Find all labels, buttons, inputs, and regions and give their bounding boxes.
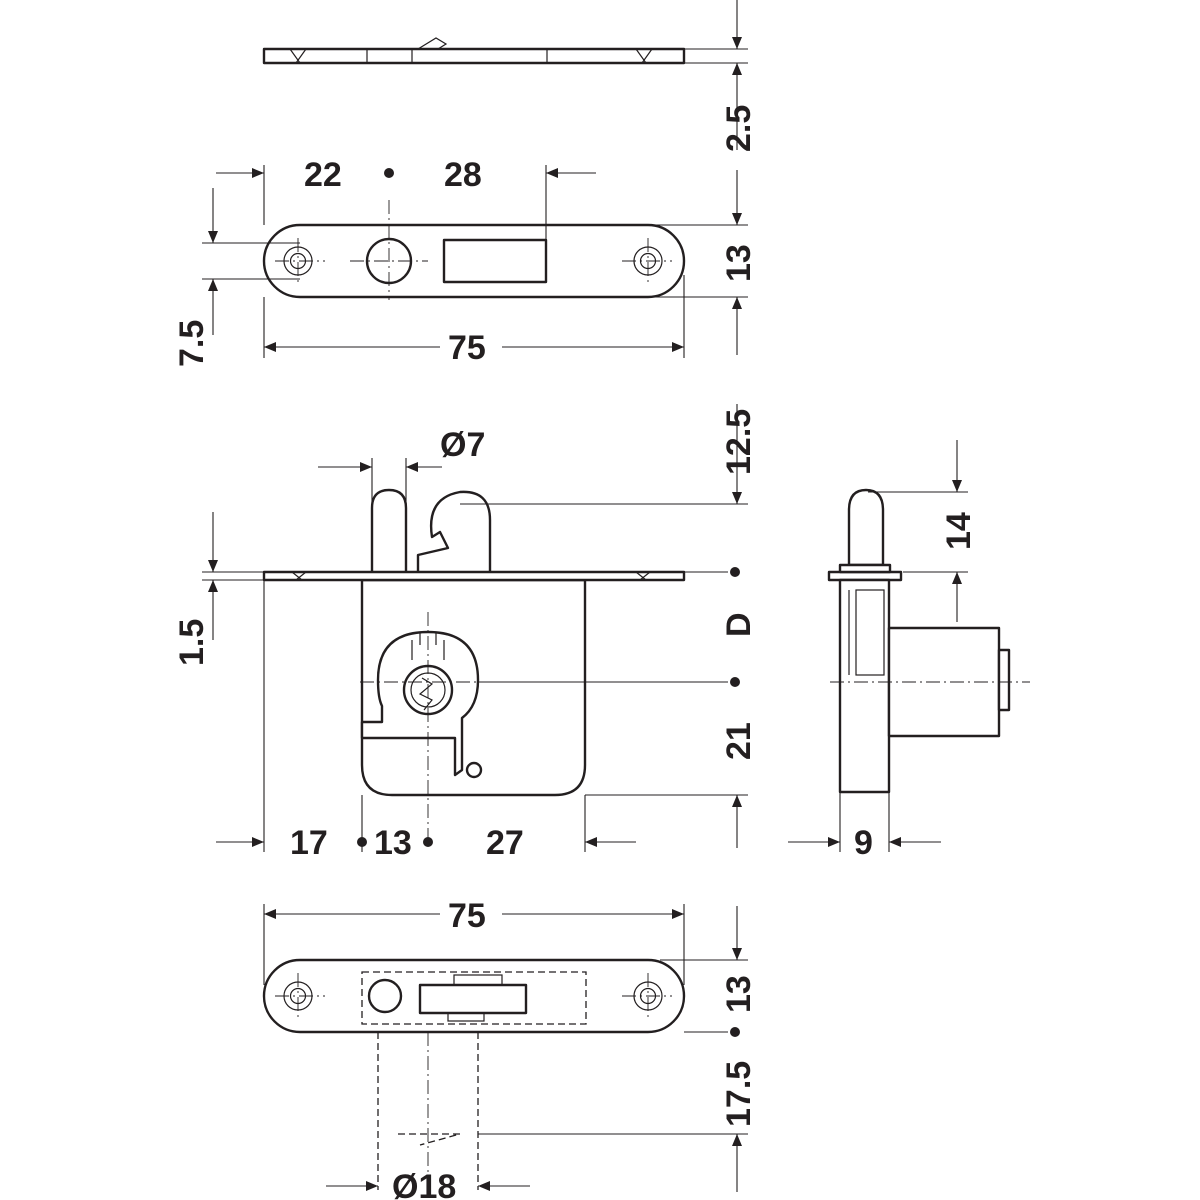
faceplate-edge	[262, 47, 686, 65]
dim-spacing-right: 28	[444, 156, 482, 194]
lock-body-front-view: Ø7 12.5 1.5 D 21 17 13 27	[173, 404, 758, 862]
dim-distance-d: D	[720, 612, 758, 637]
bolt-opening	[442, 238, 548, 284]
bolt-side	[847, 488, 885, 567]
dim-cylinder-spacing: 13	[374, 824, 412, 862]
dim-depth-lower: 21	[720, 722, 758, 760]
faceplate-strip	[262, 570, 686, 582]
dim-plate-top-depth: 2.5	[720, 105, 758, 152]
dim-spacing-left: 22	[304, 156, 342, 194]
dim-bolt-projection: 12.5	[720, 409, 758, 475]
dim-plate-height-top: 13	[720, 244, 758, 282]
dim-hole-offset: 7.5	[173, 320, 211, 367]
case-screw	[465, 761, 483, 779]
bolt-pin	[370, 488, 408, 577]
dim-width-bottom: 75	[448, 897, 486, 935]
lock-side-view: 14 9	[788, 440, 1030, 862]
dim-side-width: 9	[854, 824, 873, 862]
rear-view: 75 13 17.5 Ø18	[262, 897, 758, 1200]
dim-bolt-side-height: 14	[940, 512, 978, 550]
dim-offset-right: 27	[486, 824, 524, 862]
top-edge-view: 2.5	[262, 0, 758, 152]
dim-width-top: 75	[448, 329, 486, 367]
dim-diameter-bolt: Ø7	[440, 426, 485, 464]
hidden-case-outline	[361, 971, 587, 1025]
dim-diameter-cylinder: Ø18	[392, 1168, 456, 1200]
front-plate-view: 22 28 13 7.5 75	[173, 156, 758, 367]
dim-plate-height-bottom: 13	[720, 975, 758, 1013]
dim-offset-left: 17	[290, 824, 328, 862]
dim-cylinder-projection: 17.5	[720, 1061, 758, 1127]
dim-plate-thickness: 1.5	[173, 619, 211, 666]
case-side	[838, 578, 891, 794]
hook-bolt	[416, 490, 492, 577]
